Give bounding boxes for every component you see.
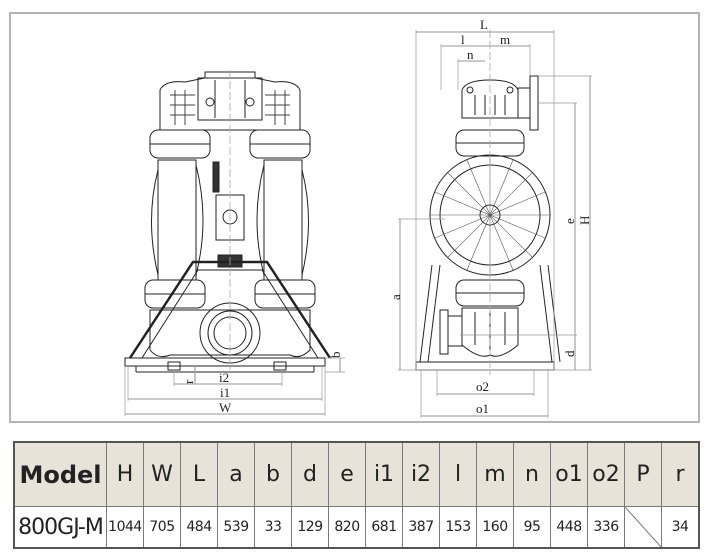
- cell-model: 800GJ-M: [13, 506, 107, 549]
- cell-L: 484: [180, 506, 218, 549]
- cell-i2: 387: [402, 506, 440, 549]
- header-P: P: [624, 441, 662, 507]
- header-n: n: [513, 441, 551, 507]
- cell-H: 1044: [106, 506, 144, 549]
- cell-o1: 448: [550, 506, 588, 549]
- header-m: m: [476, 441, 514, 507]
- cell-l: 153: [439, 506, 477, 549]
- header-o1: o1: [550, 441, 588, 507]
- header-o2: o2: [587, 441, 625, 507]
- header-W: W: [143, 441, 181, 507]
- dim-label-l: l: [461, 32, 465, 47]
- header-l: l: [439, 441, 477, 507]
- table-header-row: Model H W L a b d e i1 i2 l m n o1 o2 P …: [13, 441, 700, 507]
- dim-label-i2: i2: [219, 370, 229, 385]
- dim-label-d: d: [562, 350, 577, 357]
- header-b: b: [254, 441, 292, 507]
- header-L: L: [180, 441, 218, 507]
- cell-W: 705: [143, 506, 181, 549]
- cell-e: 820: [328, 506, 366, 549]
- table-row: 800GJ-M 1044 705 484 539 33 129 820 681 …: [13, 506, 700, 549]
- dim-label-L: L: [480, 17, 488, 32]
- header-r: r: [661, 441, 700, 507]
- front-dimension-lines: [125, 358, 341, 415]
- cell-b: 33: [254, 506, 292, 549]
- cell-r: 34: [661, 506, 700, 549]
- cell-P-not-applicable: [624, 506, 662, 549]
- side-view: [415, 75, 561, 371]
- header-e: e: [328, 441, 366, 507]
- cell-a: 539: [217, 506, 255, 549]
- dim-label-r: r: [181, 379, 196, 384]
- header-H: H: [106, 441, 144, 507]
- spec-table: Model H W L a b d e i1 i2 l m n o1 o2 P …: [13, 441, 700, 549]
- dim-label-o1: o1: [476, 401, 489, 416]
- dim-label-i1: i1: [220, 385, 230, 400]
- dim-label-b: b: [328, 352, 343, 359]
- dimension-drawing: b r i2 i1 W: [124, 17, 592, 418]
- header-i2: i2: [402, 441, 440, 507]
- drawing-frame: [9, 12, 700, 423]
- header-i1: i1: [365, 441, 403, 507]
- dim-label-a: a: [388, 294, 403, 300]
- front-view: [124, 71, 332, 373]
- dim-label-o2: o2: [476, 379, 489, 394]
- dim-label-e: e: [562, 218, 577, 224]
- header-d: d: [291, 441, 329, 507]
- dim-label-W: W: [219, 400, 232, 415]
- cell-n: 95: [513, 506, 551, 549]
- dim-label-H: H: [577, 216, 592, 225]
- cell-o2: 336: [587, 506, 625, 549]
- cell-i1: 681: [365, 506, 403, 549]
- cell-m: 160: [476, 506, 514, 549]
- dim-label-m: m: [500, 32, 510, 47]
- dim-label-n: n: [467, 47, 474, 62]
- header-a: a: [217, 441, 255, 507]
- side-dimension-lines: [399, 31, 591, 417]
- cell-d: 129: [291, 506, 329, 549]
- header-model: Model: [13, 441, 107, 507]
